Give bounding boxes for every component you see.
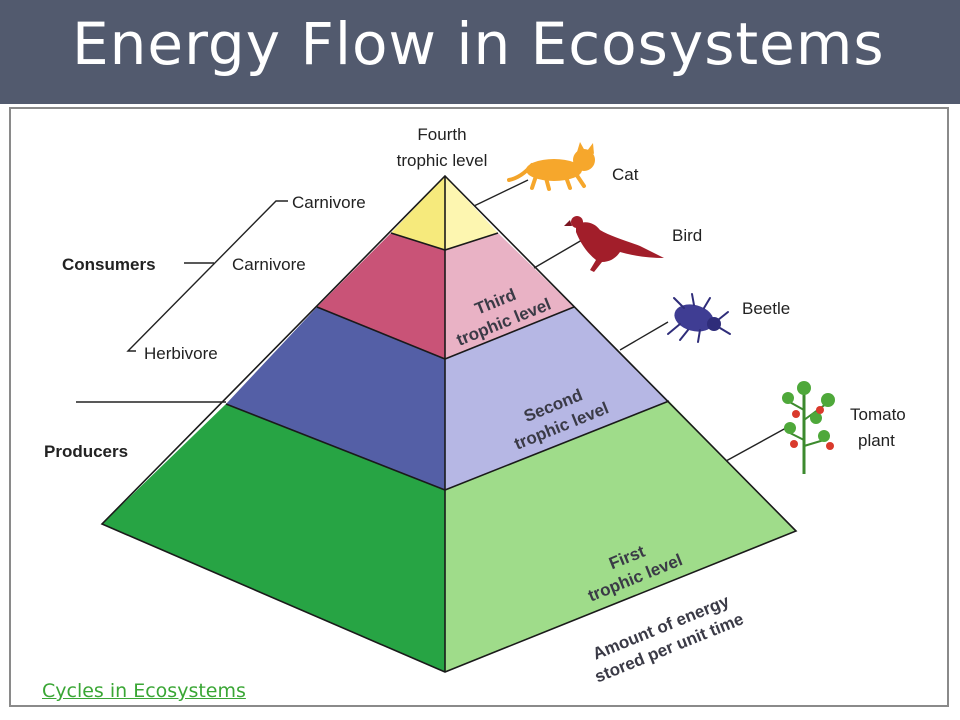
role-carnivore-top: Carnivore xyxy=(292,193,366,212)
organism-beetle-label: Beetle xyxy=(742,299,790,318)
level1-right-face xyxy=(445,401,796,672)
energy-pyramid-diagram: Fourth trophic level Third trophic level… xyxy=(9,107,949,707)
cat-icon xyxy=(507,142,595,191)
level1-left-face xyxy=(102,404,445,672)
level4-right-face xyxy=(445,176,498,250)
group-producers: Producers xyxy=(44,442,128,461)
level2-left-face xyxy=(226,307,445,490)
organism-tomato-label-line1: Tomato xyxy=(850,405,906,424)
group-consumers: Consumers xyxy=(62,255,156,274)
leader-lines xyxy=(76,179,787,462)
pyramid-outlines xyxy=(100,174,798,673)
organism-bird-label: Bird xyxy=(672,226,702,245)
level4-label-line1: Fourth xyxy=(417,125,466,144)
diagram-frame: Fourth trophic level Third trophic level… xyxy=(4,104,956,716)
beetle-icon xyxy=(667,293,731,343)
level2-right-face xyxy=(445,307,669,490)
title-bar: Energy Flow in Ecosystems xyxy=(0,0,960,104)
level3-right-face xyxy=(445,233,574,359)
slide-title: Energy Flow in Ecosystems xyxy=(72,10,885,78)
role-carnivore-middle: Carnivore xyxy=(232,255,306,274)
organism-cat-label: Cat xyxy=(612,165,639,184)
tomato-plant-icon xyxy=(782,381,835,474)
cycles-in-ecosystems-link[interactable]: Cycles in Ecosystems xyxy=(42,680,246,702)
level4-label-line2: trophic level xyxy=(397,151,488,170)
role-herbivore: Herbivore xyxy=(144,344,218,363)
level3-left-face xyxy=(317,233,445,359)
level4-left-face xyxy=(391,176,445,250)
organism-tomato-label-line2: plant xyxy=(858,431,895,450)
bird-icon xyxy=(564,216,664,272)
